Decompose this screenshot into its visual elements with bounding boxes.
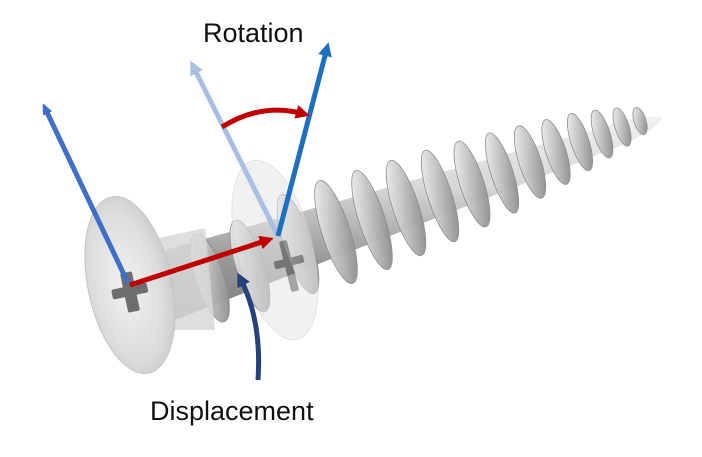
displacement-arrow [129,235,274,288]
rotation-arc-arrow [220,105,310,130]
faded-axis-arrow [190,60,281,238]
rotated-axis-arrow [275,42,332,237]
screw-head-ghost [231,159,319,341]
displacement-pointer-arrow [237,272,262,381]
rotation-label: Rotation [203,18,304,48]
screw-illustration [84,107,662,374]
original-axis-arrow [45,108,131,285]
screw-threads [190,107,648,323]
displacement-label: Displacement [150,396,314,426]
